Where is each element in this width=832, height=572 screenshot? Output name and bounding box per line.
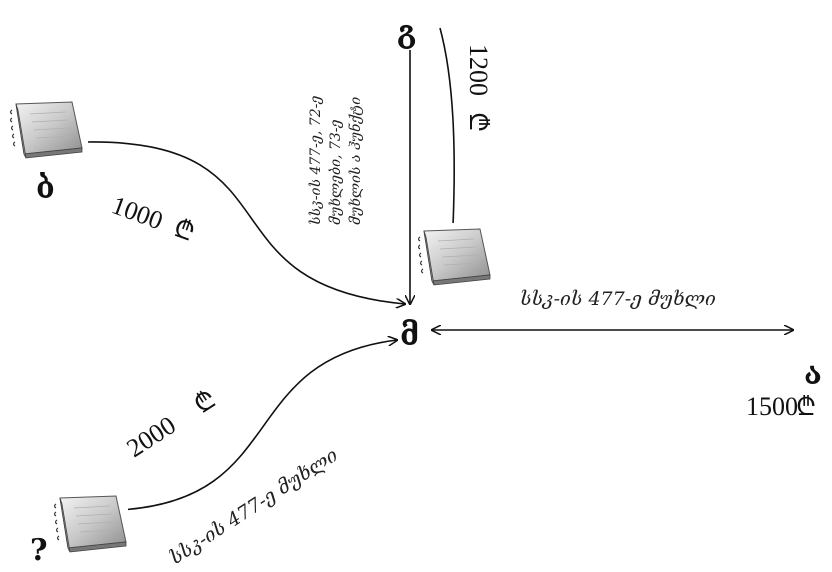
- edge-left-to-center: [87, 141, 405, 304]
- node-bottom-left: ?: [30, 533, 48, 568]
- label-top-edge-line2: მუხლები, 73-ე: [327, 119, 344, 225]
- amount-right-group: 1500 ₾: [746, 392, 816, 421]
- book-icon: [413, 222, 493, 288]
- currency-icon: ₾: [170, 213, 199, 247]
- node-top: გ: [397, 15, 416, 50]
- currency-icon: ₾: [464, 112, 493, 132]
- amount-right: 1500: [746, 392, 798, 421]
- currency-icon: ₾: [189, 384, 222, 419]
- amount-top-group: 1200 ₾: [464, 44, 493, 132]
- amount-bottom-left: 2000: [121, 410, 180, 463]
- node-center: მ: [400, 318, 419, 353]
- amount-top: 1200: [464, 44, 493, 96]
- edge-bottomleft-to-center: [119, 340, 397, 511]
- edge-top-to-small-book: [439, 27, 456, 227]
- label-top-edge-group: სსკ-ის 477-ე, 72-ე მუხლები, 73-ე მუხლის …: [307, 96, 364, 225]
- node-left: ბ: [36, 171, 55, 206]
- amount-left-group: 1000 ₾: [108, 190, 199, 247]
- label-bottom-edge: სსკ-ის 477-ე მუხლი: [166, 444, 342, 569]
- label-bottom-edge-group: სსკ-ის 477-ე მუხლი: [166, 444, 342, 569]
- book-icon: [5, 95, 85, 161]
- label-right-edge: სსკ-ის 477-ე მუხლი: [520, 288, 716, 310]
- label-top-edge-line3: მუხლის ა ჰუნქტი: [346, 97, 364, 225]
- amount-bottomleft-group: 2000 ₾: [121, 384, 221, 463]
- node-right: ა: [804, 357, 822, 392]
- amount-left: 1000: [108, 190, 167, 235]
- label-top-edge-line1: სსკ-ის 477-ე, 72-ე: [307, 96, 324, 225]
- book-icon: [49, 489, 129, 555]
- currency-icon: ₾: [796, 392, 816, 421]
